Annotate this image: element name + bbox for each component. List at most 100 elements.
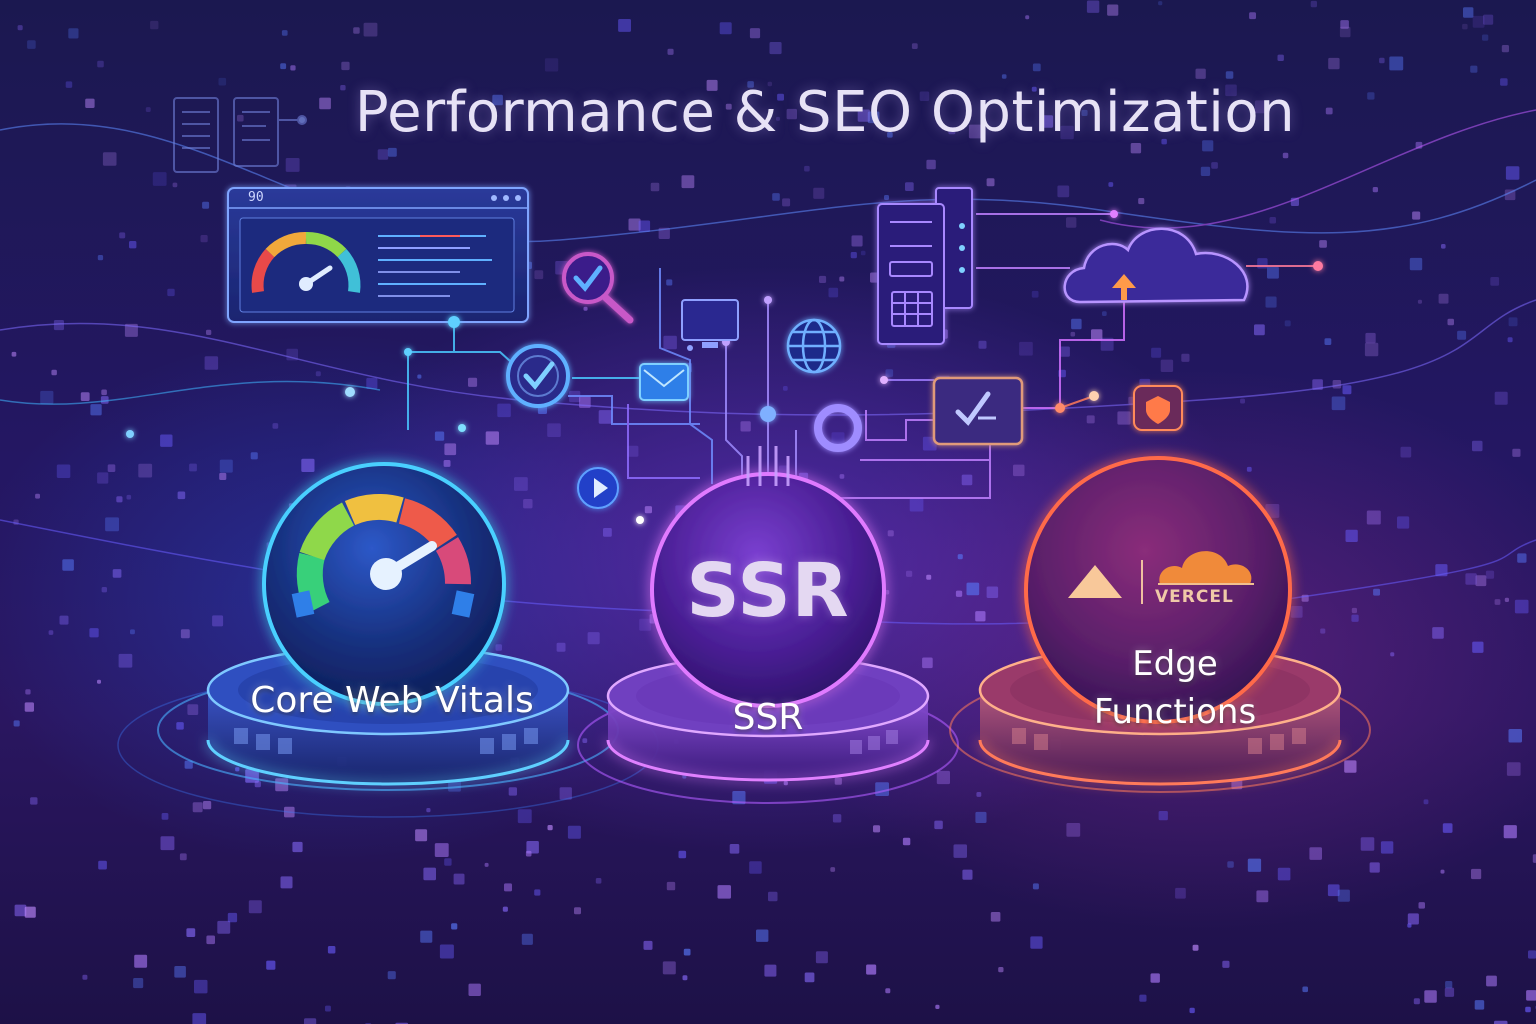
- particle: [285, 158, 300, 172]
- particle: [1512, 448, 1521, 457]
- particle: [547, 423, 561, 437]
- particle: [1423, 799, 1429, 805]
- particle: [873, 825, 881, 833]
- particle: [830, 867, 836, 872]
- particle: [1351, 614, 1359, 622]
- particle: [1366, 510, 1381, 525]
- particle: [1503, 825, 1517, 839]
- particle: [1351, 607, 1357, 614]
- particle: [161, 813, 169, 820]
- particle: [1470, 65, 1478, 73]
- particle: [218, 77, 227, 86]
- particle: [978, 340, 987, 349]
- particle: [1091, 329, 1103, 341]
- particle: [1040, 115, 1054, 128]
- particle: [1424, 990, 1437, 1003]
- particle: [831, 432, 845, 446]
- particle: [1031, 290, 1039, 298]
- particle: [119, 232, 126, 239]
- edge-functions-label: Edge Functions: [1093, 644, 1257, 732]
- particle: [17, 25, 23, 31]
- wireframe-doc-icon: [173, 97, 307, 173]
- particle: [1380, 841, 1394, 854]
- particle: [1225, 71, 1234, 79]
- particle: [1265, 504, 1280, 518]
- particle: [1312, 379, 1323, 390]
- particle: [1086, 415, 1095, 424]
- particle: [783, 781, 788, 786]
- particle: [1211, 162, 1218, 169]
- ssr-conduits: [746, 446, 790, 486]
- particle: [266, 960, 276, 970]
- particle: [1222, 960, 1230, 968]
- particle: [884, 195, 889, 200]
- particle: [212, 615, 224, 627]
- particle: [587, 632, 600, 645]
- particle: [1227, 861, 1234, 868]
- particle: [1517, 553, 1527, 563]
- particle: [1320, 628, 1326, 634]
- particle: [112, 569, 122, 578]
- particle: [662, 961, 676, 975]
- particle: [906, 570, 913, 577]
- particle: [948, 127, 956, 135]
- particle: [1195, 68, 1206, 79]
- particle: [1277, 54, 1284, 61]
- particle: [1325, 107, 1333, 115]
- ring-node-icon: [814, 404, 862, 452]
- particle: [40, 390, 54, 405]
- particle: [100, 396, 109, 404]
- particle: [453, 873, 465, 885]
- particle: [202, 201, 210, 209]
- particle: [1379, 57, 1385, 64]
- circuit-lines: [407, 213, 1318, 499]
- particle: [1474, 1000, 1485, 1010]
- particle: [1438, 293, 1449, 304]
- particle: [387, 971, 396, 980]
- particle: [272, 423, 279, 429]
- particle: [502, 906, 508, 912]
- particle: [415, 829, 428, 842]
- particle: [304, 1018, 317, 1024]
- particle: [1344, 760, 1357, 773]
- particle: [779, 465, 789, 475]
- particle: [1071, 318, 1082, 330]
- particle: [926, 574, 932, 580]
- particle: [1369, 862, 1380, 873]
- particle: [1160, 359, 1174, 372]
- particle: [1337, 889, 1350, 902]
- particle: [658, 227, 670, 239]
- particle: [1100, 337, 1114, 351]
- particle: [1060, 125, 1074, 140]
- particle: [1138, 198, 1145, 205]
- particle: [719, 22, 732, 35]
- particle: [1528, 950, 1536, 959]
- particle: [59, 615, 69, 625]
- particle: [1139, 994, 1147, 1002]
- particle: [583, 306, 588, 311]
- particle: [495, 644, 502, 651]
- particle: [990, 912, 1001, 922]
- particle: [174, 966, 186, 978]
- particle: [544, 58, 559, 72]
- particle: [639, 618, 652, 631]
- particle: [1161, 138, 1167, 145]
- particle: [885, 988, 891, 994]
- particle: [1102, 311, 1107, 316]
- particle: [1367, 92, 1375, 100]
- particle: [319, 97, 331, 110]
- particle: [292, 841, 303, 853]
- particle: [48, 630, 54, 635]
- particle: [1269, 217, 1276, 224]
- particle: [1057, 185, 1070, 198]
- particle: [217, 920, 231, 934]
- particle: [628, 218, 641, 231]
- particle: [567, 825, 581, 839]
- particle: [867, 111, 880, 124]
- particle: [574, 907, 581, 915]
- page-title: Performance & SEO Optimization: [354, 80, 1296, 145]
- globe-icon: [786, 318, 842, 374]
- particle: [1372, 187, 1378, 193]
- particle: [957, 554, 963, 560]
- particle: [1324, 338, 1332, 345]
